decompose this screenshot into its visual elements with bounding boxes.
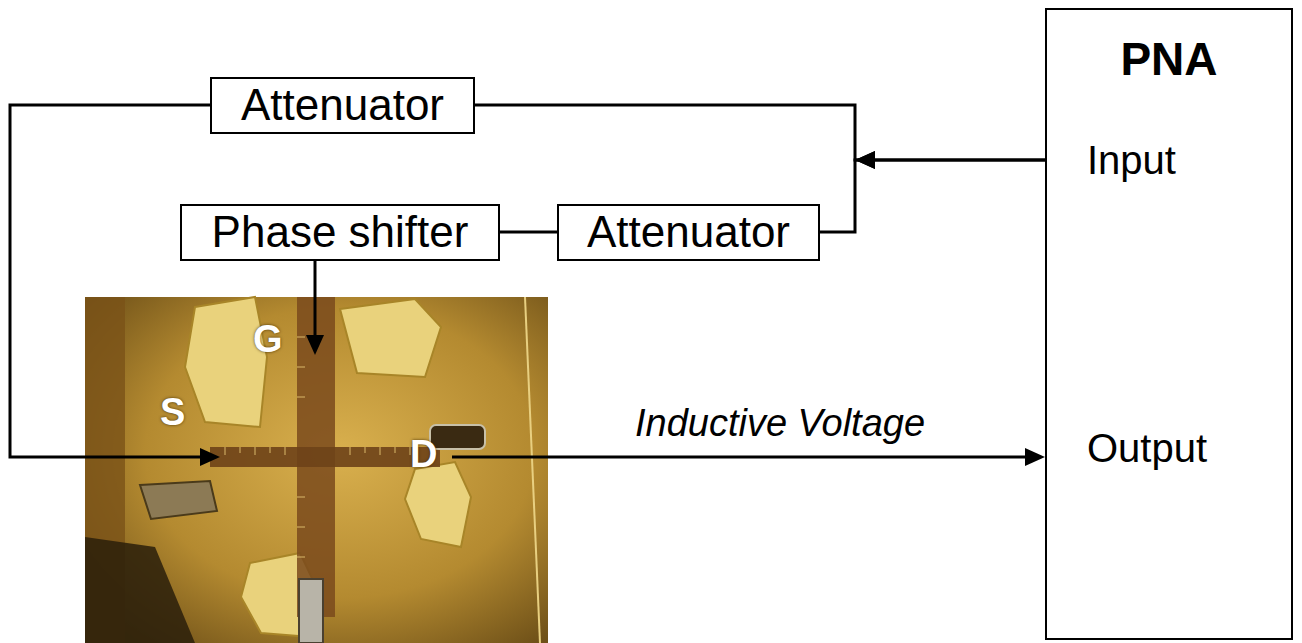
- dark-corner: [85, 537, 195, 643]
- arrowhead: [306, 335, 324, 355]
- box-label: Attenuator: [241, 81, 444, 129]
- photo-ground: [85, 297, 548, 643]
- hall-bar-horizontal: [210, 447, 440, 467]
- arrowhead: [200, 448, 220, 466]
- connector-line: [500, 231, 557, 234]
- pna-box: PNA InputOutput: [1045, 8, 1293, 640]
- attenuator-box: Attenuator: [210, 77, 475, 134]
- signal-connector: [10, 105, 220, 466]
- box-label: Phase shifter: [212, 208, 469, 256]
- attenuator-box: Attenuator: [557, 204, 820, 261]
- signal-connector: [306, 261, 324, 356]
- connector-line: [314, 261, 317, 338]
- arrowhead: [855, 151, 875, 169]
- contact-pad: [185, 297, 267, 427]
- connector-line: [10, 105, 210, 457]
- terminal-name: G: [253, 319, 283, 361]
- connector-line: [820, 160, 1045, 232]
- arrowhead: [1025, 448, 1045, 466]
- connector-line: [452, 456, 1027, 459]
- ruler-ticks: [225, 337, 410, 557]
- instrument-name: PNA: [1047, 34, 1291, 85]
- contact-pad: [340, 299, 441, 377]
- terminal-name: D: [410, 434, 437, 476]
- probe-needle: [299, 579, 323, 643]
- port-name: Input: [1087, 138, 1176, 182]
- port-name: Output: [1087, 426, 1207, 470]
- edge-label: Inductive Voltage: [632, 403, 928, 445]
- terminal-name: S: [160, 392, 185, 434]
- photo-group: [85, 297, 548, 643]
- connector-line: [475, 105, 1045, 160]
- probe-clip: [140, 481, 217, 519]
- edge-highlight: [525, 297, 540, 643]
- arrowhead: [855, 151, 875, 169]
- probe-body: [430, 425, 485, 449]
- signal-connector: [500, 232, 557, 233]
- signal-connector: [452, 448, 1045, 466]
- box-label: Attenuator: [587, 208, 790, 256]
- signal-connector: [820, 151, 1045, 232]
- phase-shifter-box: Phase shifter: [180, 204, 500, 261]
- device-photo-node: G S D: [85, 297, 548, 643]
